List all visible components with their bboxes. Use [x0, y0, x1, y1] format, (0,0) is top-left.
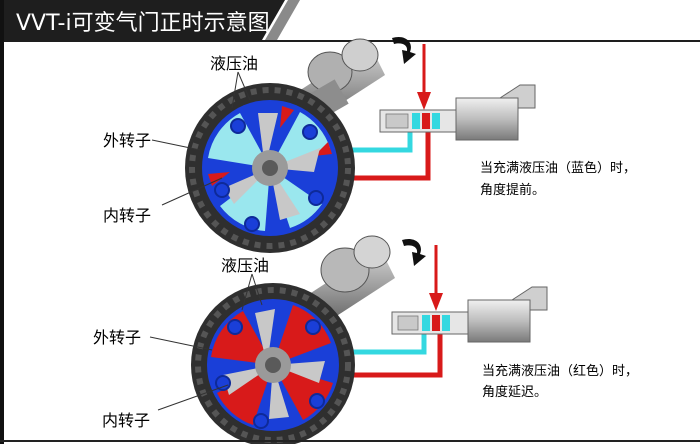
left-border — [0, 0, 4, 444]
hydraulic-oil-label-bottom: 液压油 — [221, 256, 270, 275]
caption-advance-line2: 角度提前。 — [480, 183, 546, 198]
caption-advance-line1: 当充满液压油（蓝色）时， — [480, 161, 637, 176]
inner-rotor-label-bottom: 内转子 — [102, 411, 151, 430]
diagram-title: VVT-i可变气门正时示意图 — [16, 11, 270, 36]
panel-advance — [151, 36, 536, 253]
outer-rotor-label-bottom: 外转子 — [93, 328, 142, 347]
rotation-arrow-icon — [402, 238, 426, 266]
valve-solenoid-icon — [379, 84, 536, 141]
panel-retard — [149, 235, 548, 444]
phaser-gear-bottom — [191, 283, 355, 444]
outer-rotor-label-top: 外转子 — [103, 131, 152, 150]
phaser-gear-top — [185, 83, 355, 253]
inner-rotor-label-top: 内转子 — [103, 206, 152, 225]
valve-solenoid-icon — [391, 286, 548, 343]
caption-retard-line2: 角度延迟。 — [482, 385, 548, 400]
caption-retard-line1: 当充满液压油（红色）时， — [482, 364, 639, 379]
rotation-arrow-icon — [392, 36, 416, 64]
oil-line-red — [325, 330, 443, 378]
bottom-border — [0, 440, 700, 442]
hydraulic-oil-label-top: 液压油 — [210, 54, 259, 73]
title-bar — [0, 0, 700, 42]
